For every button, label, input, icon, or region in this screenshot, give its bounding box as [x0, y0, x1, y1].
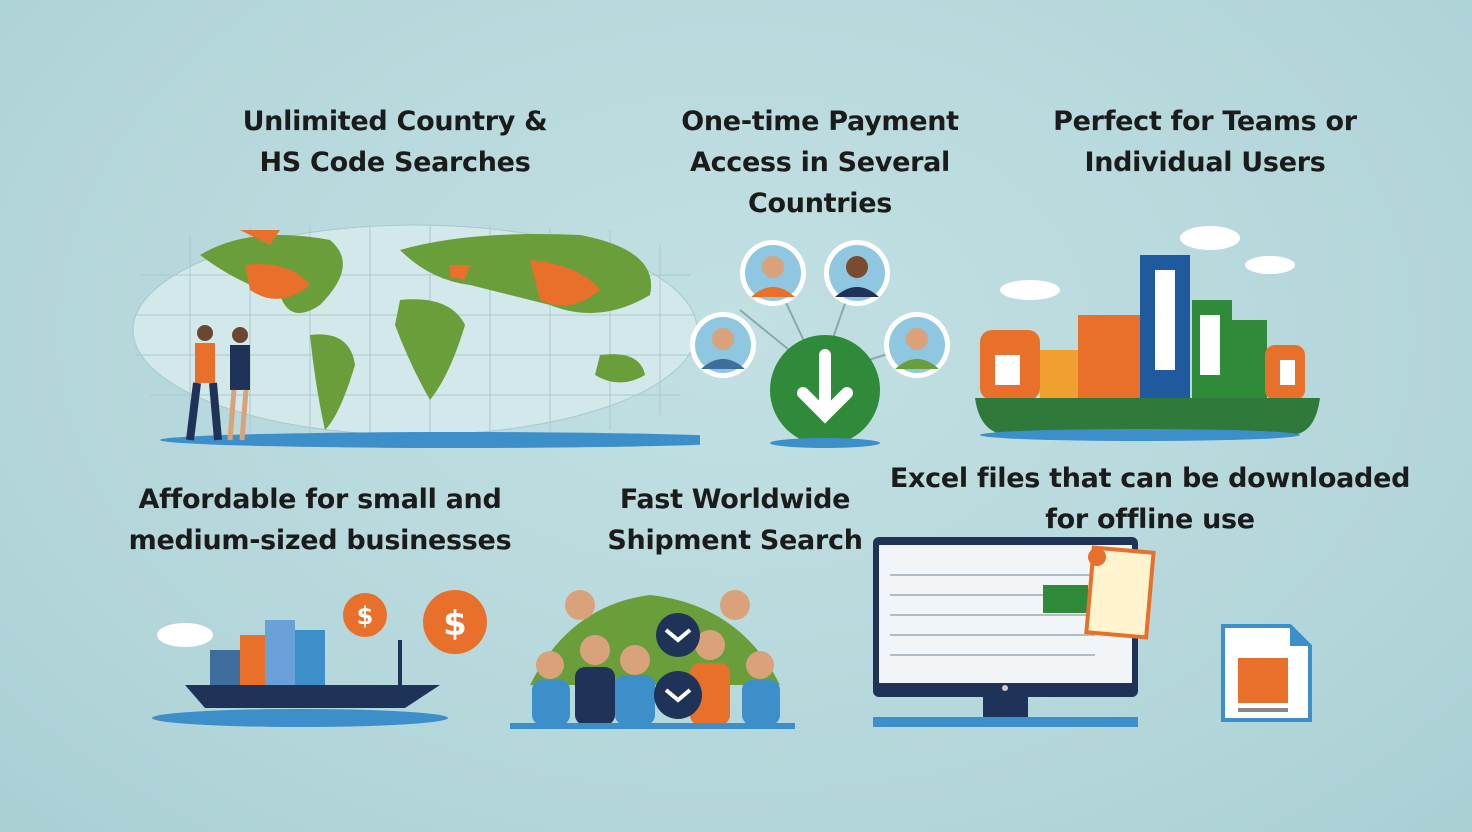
caption-line: medium-sized businesses [128, 525, 512, 556]
caption-teams: Perfect for Teams or Individual Users [1020, 101, 1390, 183]
svg-text:$: $ [443, 604, 467, 644]
caption-line: Unlimited Country & [242, 106, 548, 137]
svg-text:$: $ [357, 602, 374, 630]
caption-line: Perfect for Teams or [1053, 106, 1357, 137]
avatar [740, 240, 806, 306]
caption-payment: One-time Payment Access in Several Count… [640, 101, 1000, 224]
caption-line: Excel files that can be downloaded [889, 463, 1411, 494]
excel-file-icon [1221, 624, 1312, 722]
dollar-icon: $ [423, 590, 487, 654]
people-icon [186, 325, 250, 441]
caption-line: Affordable for small and [138, 484, 502, 515]
team-icon [510, 590, 795, 729]
avatar [690, 312, 756, 378]
caption-line: Fast Worldwide [619, 484, 851, 515]
caption-excel: Excel files that can be downloaded for o… [880, 458, 1420, 540]
caption-line: for offline use [1045, 504, 1255, 535]
buildings-icon [975, 226, 1320, 441]
caption-line: Shipment Search [607, 525, 863, 556]
caption-affordable: Affordable for small and medium-sized bu… [120, 479, 520, 561]
caption-fast: Fast Worldwide Shipment Search [590, 479, 880, 561]
dollar-icon: $ [343, 593, 387, 637]
caption-line: One-time Payment [681, 106, 959, 137]
download-icon [690, 240, 950, 448]
world-map-icon [132, 224, 700, 448]
monitor-icon [873, 537, 1156, 727]
caption-line: HS Code Searches [259, 147, 531, 178]
caption-line: Access in Several [690, 147, 950, 178]
caption-line: Countries [748, 188, 892, 219]
caption-unlimited: Unlimited Country & HS Code Searches [200, 101, 590, 183]
caption-line: Individual Users [1084, 147, 1326, 178]
cargo-ship-icon: $ $ [152, 590, 487, 727]
avatar [824, 240, 890, 306]
avatar [884, 312, 950, 378]
